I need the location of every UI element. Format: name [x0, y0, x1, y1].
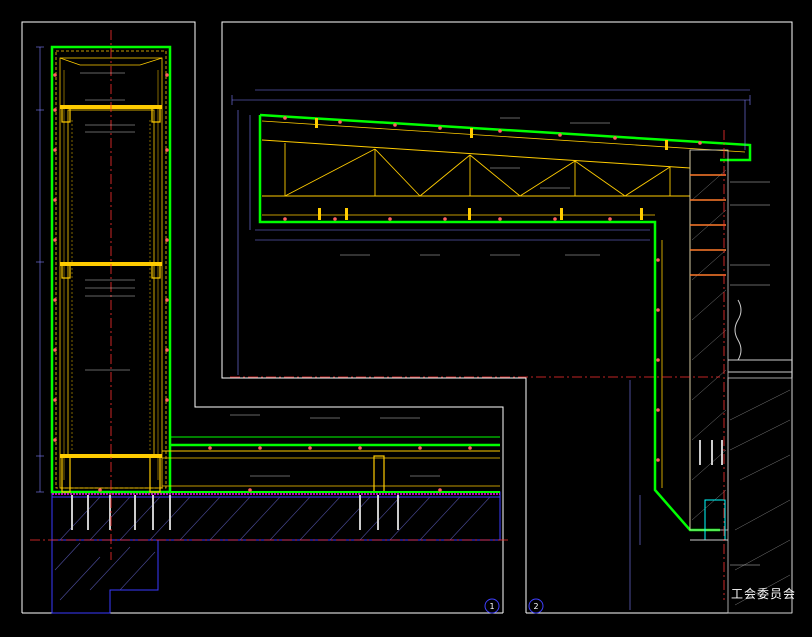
column-brackets — [61, 107, 385, 493]
detail-marker-2: 2 — [528, 598, 544, 614]
leaders-2 — [340, 117, 770, 566]
detail-marker-2-label: 2 — [533, 602, 538, 611]
wall-anchors — [699, 440, 723, 465]
exterior-wall — [653, 149, 793, 614]
column-secondary-lines — [63, 70, 159, 480]
leaders-1 — [80, 72, 440, 477]
foundation-hatch — [54, 496, 491, 601]
ground-line — [728, 299, 792, 373]
frame-left-panel — [21, 21, 504, 613]
lower-sill — [690, 499, 728, 541]
frame-right-panel — [221, 21, 793, 613]
detail-2 — [230, 89, 793, 614]
foundation-slab — [51, 491, 501, 614]
detail-marker-1: 1 — [484, 598, 500, 614]
roof-truss — [284, 143, 671, 197]
roof-cladding — [258, 113, 752, 236]
fasteners-2 — [283, 116, 702, 462]
drawing-title: 工会委员会 — [731, 587, 796, 601]
column-cladding — [50, 45, 172, 494]
detail-marker-1-label: 1 — [489, 602, 494, 611]
dimension-lines-2 — [231, 89, 751, 610]
axis-lines-2 — [230, 130, 725, 600]
wall-brackets — [690, 174, 726, 276]
detail-1 — [30, 30, 510, 614]
anchor-bolts-1 — [71, 495, 399, 530]
dimension-lines-1 — [36, 46, 44, 493]
axis-lines-1 — [30, 30, 510, 560]
drawing-frame — [21, 21, 793, 614]
horizontal-beam — [162, 436, 500, 493]
fasteners-1 — [53, 73, 472, 492]
purlins — [315, 118, 668, 220]
